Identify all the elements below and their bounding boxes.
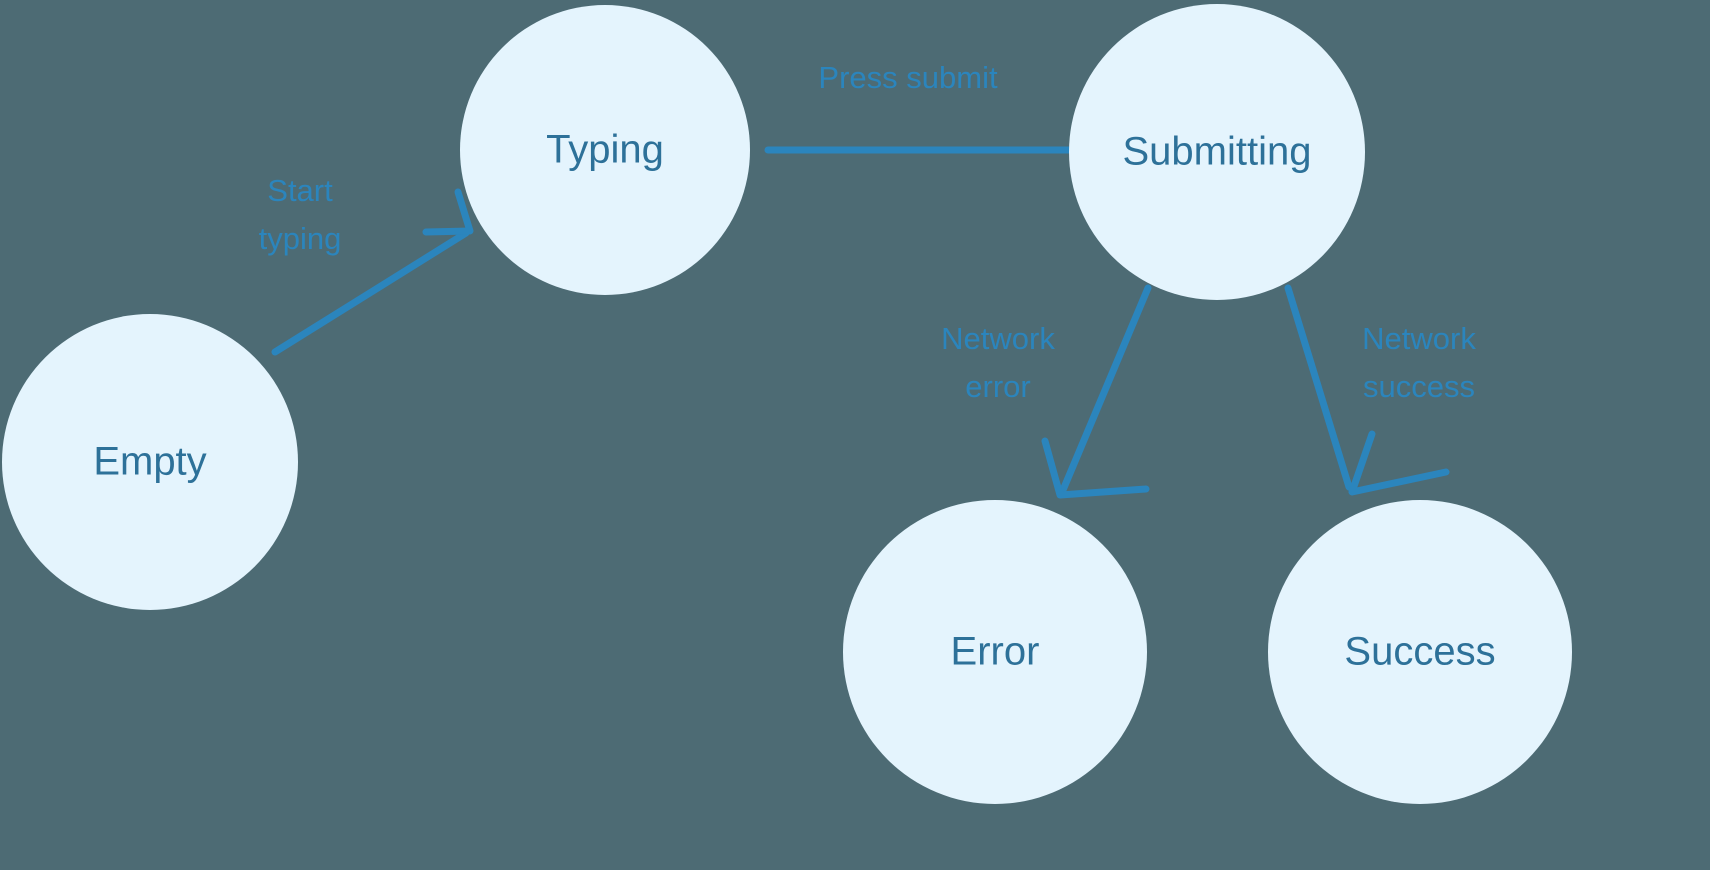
node-success-label: Success: [1344, 630, 1495, 674]
node-submitting-circle: [1069, 4, 1365, 300]
arrowhead-submitting-to-error: [1041, 437, 1150, 499]
node-typing[interactable]: Typing: [460, 5, 750, 295]
edge-label-submitting-to-success-line2: success: [1363, 369, 1475, 404]
edge-submitting-to-success[interactable]: [1284, 0, 1450, 496]
node-submitting-label: Submitting: [1123, 130, 1312, 174]
node-success-circle: [1268, 500, 1572, 804]
edge-label-typing-to-submitting-line1: Press submit: [818, 60, 998, 95]
node-typing-circle: [460, 5, 750, 295]
edge-label-submitting-to-success-line1: Network: [1362, 321, 1476, 356]
node-typing-label: Typing: [546, 128, 664, 172]
node-error[interactable]: Error: [843, 500, 1147, 804]
node-empty-label: Empty: [93, 440, 206, 484]
edge-label-submitting-to-error-line2: error: [965, 369, 1030, 404]
edge-line-empty-to-typing: [271, 229, 470, 356]
node-submitting[interactable]: Submitting: [1069, 4, 1365, 300]
node-empty-circle: [2, 314, 298, 610]
edge-line-submitting-to-success: [1284, 284, 1353, 491]
edge-label-empty-to-typing-line1: Start: [267, 173, 333, 208]
node-error-circle: [843, 500, 1147, 804]
node-empty[interactable]: Empty: [2, 314, 298, 610]
arrowhead-submitting-to-success-shape: [1348, 430, 1450, 496]
edge-empty-to-typing[interactable]: [271, 188, 474, 356]
arrowhead-empty-to-typing: [422, 188, 474, 236]
edge-label-empty-to-typing-line2: typing: [259, 221, 342, 256]
node-error-label: Error: [951, 630, 1040, 674]
edge-label-submitting-to-error-line1: Network: [941, 321, 1055, 356]
edge-submitting-to-error[interactable]: [1041, 284, 1152, 499]
node-success[interactable]: Success: [1268, 500, 1572, 804]
edge-line-submitting-to-error: [1059, 284, 1152, 494]
